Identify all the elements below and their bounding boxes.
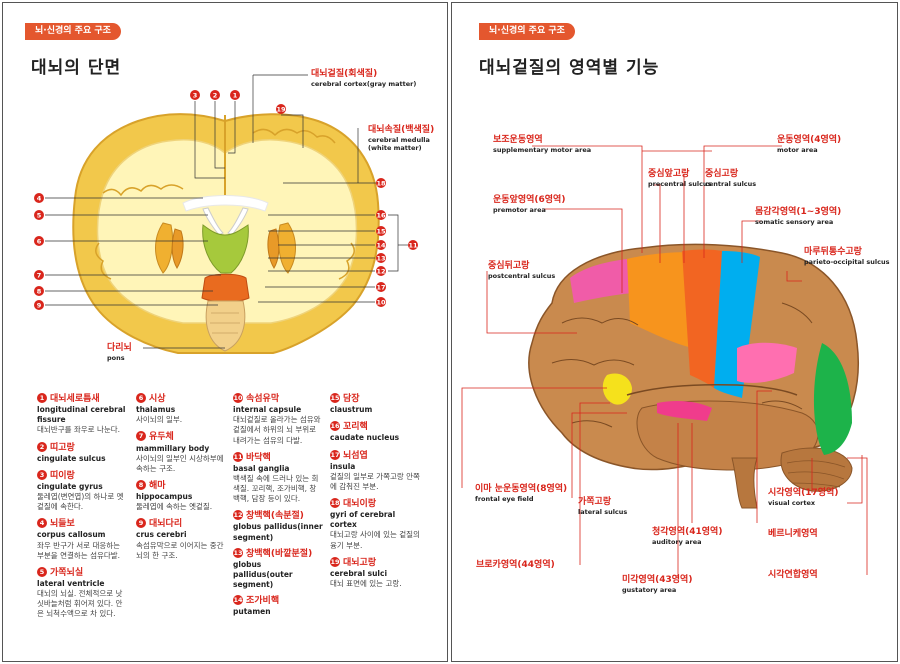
marker-13: 13 bbox=[376, 253, 386, 263]
svg-text:14: 14 bbox=[376, 242, 386, 250]
label-frontal-eye: 이마 눈운동영역(8영역)frontal eye field bbox=[475, 484, 568, 504]
label-gustatory: 미각영역(43영역)gustatory area bbox=[622, 575, 693, 595]
section-tag: 뇌·신경의 주요 구조 bbox=[25, 23, 121, 40]
region-auditory bbox=[657, 400, 712, 421]
region-wernicke bbox=[737, 342, 797, 383]
marker-19: 19 bbox=[276, 104, 286, 114]
marker-7: 7 bbox=[34, 270, 44, 280]
svg-text:2: 2 bbox=[213, 92, 218, 100]
marker-1: 1 bbox=[230, 90, 240, 100]
label-visual-association: 시각연합영역 bbox=[768, 570, 818, 580]
page-title: 대뇌의 단면 bbox=[31, 58, 122, 78]
svg-text:9: 9 bbox=[37, 302, 42, 310]
marker-4: 4 bbox=[34, 193, 44, 203]
marker-12: 12 bbox=[376, 266, 386, 276]
region-broca bbox=[602, 373, 632, 405]
right-page: 뇌·신경의 주요 구조 대뇌겉질의 영역별 기능 bbox=[451, 2, 898, 662]
region-motor bbox=[682, 249, 722, 388]
page-title: 대뇌겉질의 영역별 기능 bbox=[479, 58, 660, 78]
region-visual bbox=[813, 343, 852, 455]
marker-9: 9 bbox=[34, 300, 44, 310]
svg-text:12: 12 bbox=[376, 268, 385, 276]
svg-text:15: 15 bbox=[376, 228, 386, 236]
region-somatic bbox=[714, 251, 760, 398]
region-sma bbox=[570, 259, 632, 303]
marker-10: 10 bbox=[376, 297, 386, 307]
marker-8: 8 bbox=[34, 286, 44, 296]
svg-text:1: 1 bbox=[233, 92, 238, 100]
svg-text:7: 7 bbox=[37, 272, 42, 280]
marker-2: 2 bbox=[210, 90, 220, 100]
marker-15: 15 bbox=[376, 226, 386, 236]
marker-5: 5 bbox=[34, 210, 44, 220]
svg-text:13: 13 bbox=[376, 255, 385, 263]
region-premotor bbox=[627, 252, 697, 348]
marker-14: 14 bbox=[376, 240, 386, 250]
label-wernicke: 베르니케영역 bbox=[768, 529, 818, 539]
svg-text:19: 19 bbox=[276, 106, 286, 114]
svg-text:8: 8 bbox=[37, 288, 42, 296]
lateral-brain-diagram bbox=[461, 145, 868, 578]
callout-medulla: 대뇌속질(백색질) cerebral medulla (white matter… bbox=[368, 125, 435, 153]
svg-text:18: 18 bbox=[376, 180, 386, 188]
svg-text:3: 3 bbox=[193, 92, 198, 100]
section-tag: 뇌·신경의 주요 구조 bbox=[479, 23, 575, 40]
marker-3: 3 bbox=[190, 90, 200, 100]
svg-text:6: 6 bbox=[37, 238, 42, 246]
callout-cortex: 대뇌겉질(회색질) cerebral cortex(gray matter) bbox=[311, 69, 417, 89]
svg-text:16: 16 bbox=[376, 212, 386, 220]
svg-text:4: 4 bbox=[37, 195, 42, 203]
marker-11: 11 bbox=[408, 240, 418, 250]
svg-text:10: 10 bbox=[376, 299, 386, 307]
svg-text:11: 11 bbox=[408, 242, 418, 250]
marker-16: 16 bbox=[376, 210, 386, 220]
label-premotor: 운동앞영역(6영역)premotor area bbox=[493, 195, 566, 215]
label-visual: 시각영역(17영역)visual cortex bbox=[768, 488, 839, 508]
coronal-brain-diagram: 3 2 1 19 18 4 5 6 7 8 9 16 15 14 13 12 1… bbox=[34, 74, 418, 354]
label-broca: 브로카영역(44영역) bbox=[476, 560, 555, 570]
callout-pons: 다리뇌 pons bbox=[107, 343, 132, 363]
svg-text:5: 5 bbox=[37, 212, 42, 220]
label-auditory: 청각영역(41영역)auditory area bbox=[652, 527, 723, 547]
svg-text:17: 17 bbox=[376, 284, 385, 292]
marker-6: 6 bbox=[34, 236, 44, 246]
marker-17: 17 bbox=[376, 282, 386, 292]
left-page: 뇌·신경의 주요 구조 대뇌의 단면 bbox=[2, 2, 448, 662]
marker-18: 18 bbox=[376, 178, 386, 188]
label-somatic: 몸감각영역(1~3영역)somatic sensory area bbox=[755, 207, 842, 227]
label-motor: 운동영역(4영역)motor area bbox=[777, 135, 842, 155]
